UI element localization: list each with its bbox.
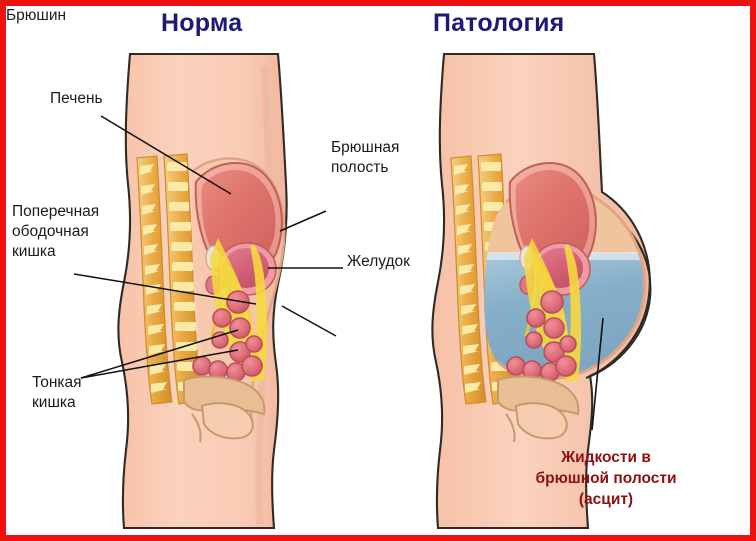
label-peritoneum: Брюшин (6, 7, 67, 24)
panel-title-pathology: Патология (433, 9, 565, 37)
leader-lines-pathology (591, 317, 604, 431)
leader-small-2 (80, 349, 239, 379)
leader-ascites (591, 317, 604, 431)
label-liver: Печень (50, 90, 103, 107)
pelvis-normal (183, 375, 266, 443)
leader-liver (100, 115, 232, 195)
leader-colon (73, 273, 257, 305)
pelvis-pathology (497, 375, 580, 443)
panel-title-normal: Норма (161, 9, 243, 37)
small-intestine-pathology (506, 290, 577, 382)
label-transverse-colon: Поперечная ободочная кишка (12, 203, 100, 260)
leader-small-1 (80, 329, 239, 379)
leader-lines-normal (73, 115, 343, 379)
label-stomach: Желудок (347, 253, 410, 270)
label-ascites: Жидкости в брюшной полости (асцит) (535, 449, 677, 508)
illustration-stage: Норма Патология Печень Поперечная ободоч… (6, 6, 750, 535)
label-small-intestine: Тонкая кишка (32, 374, 82, 411)
leader-cavity (279, 210, 327, 232)
leader-perit (281, 305, 337, 337)
label-abdominal-cavity: Брюшная полость (331, 139, 400, 176)
panel-pathology-illustration (431, 52, 652, 530)
panel-normal-illustration (117, 52, 288, 530)
anatomy-scene (73, 52, 652, 530)
spine-normal (136, 153, 203, 405)
